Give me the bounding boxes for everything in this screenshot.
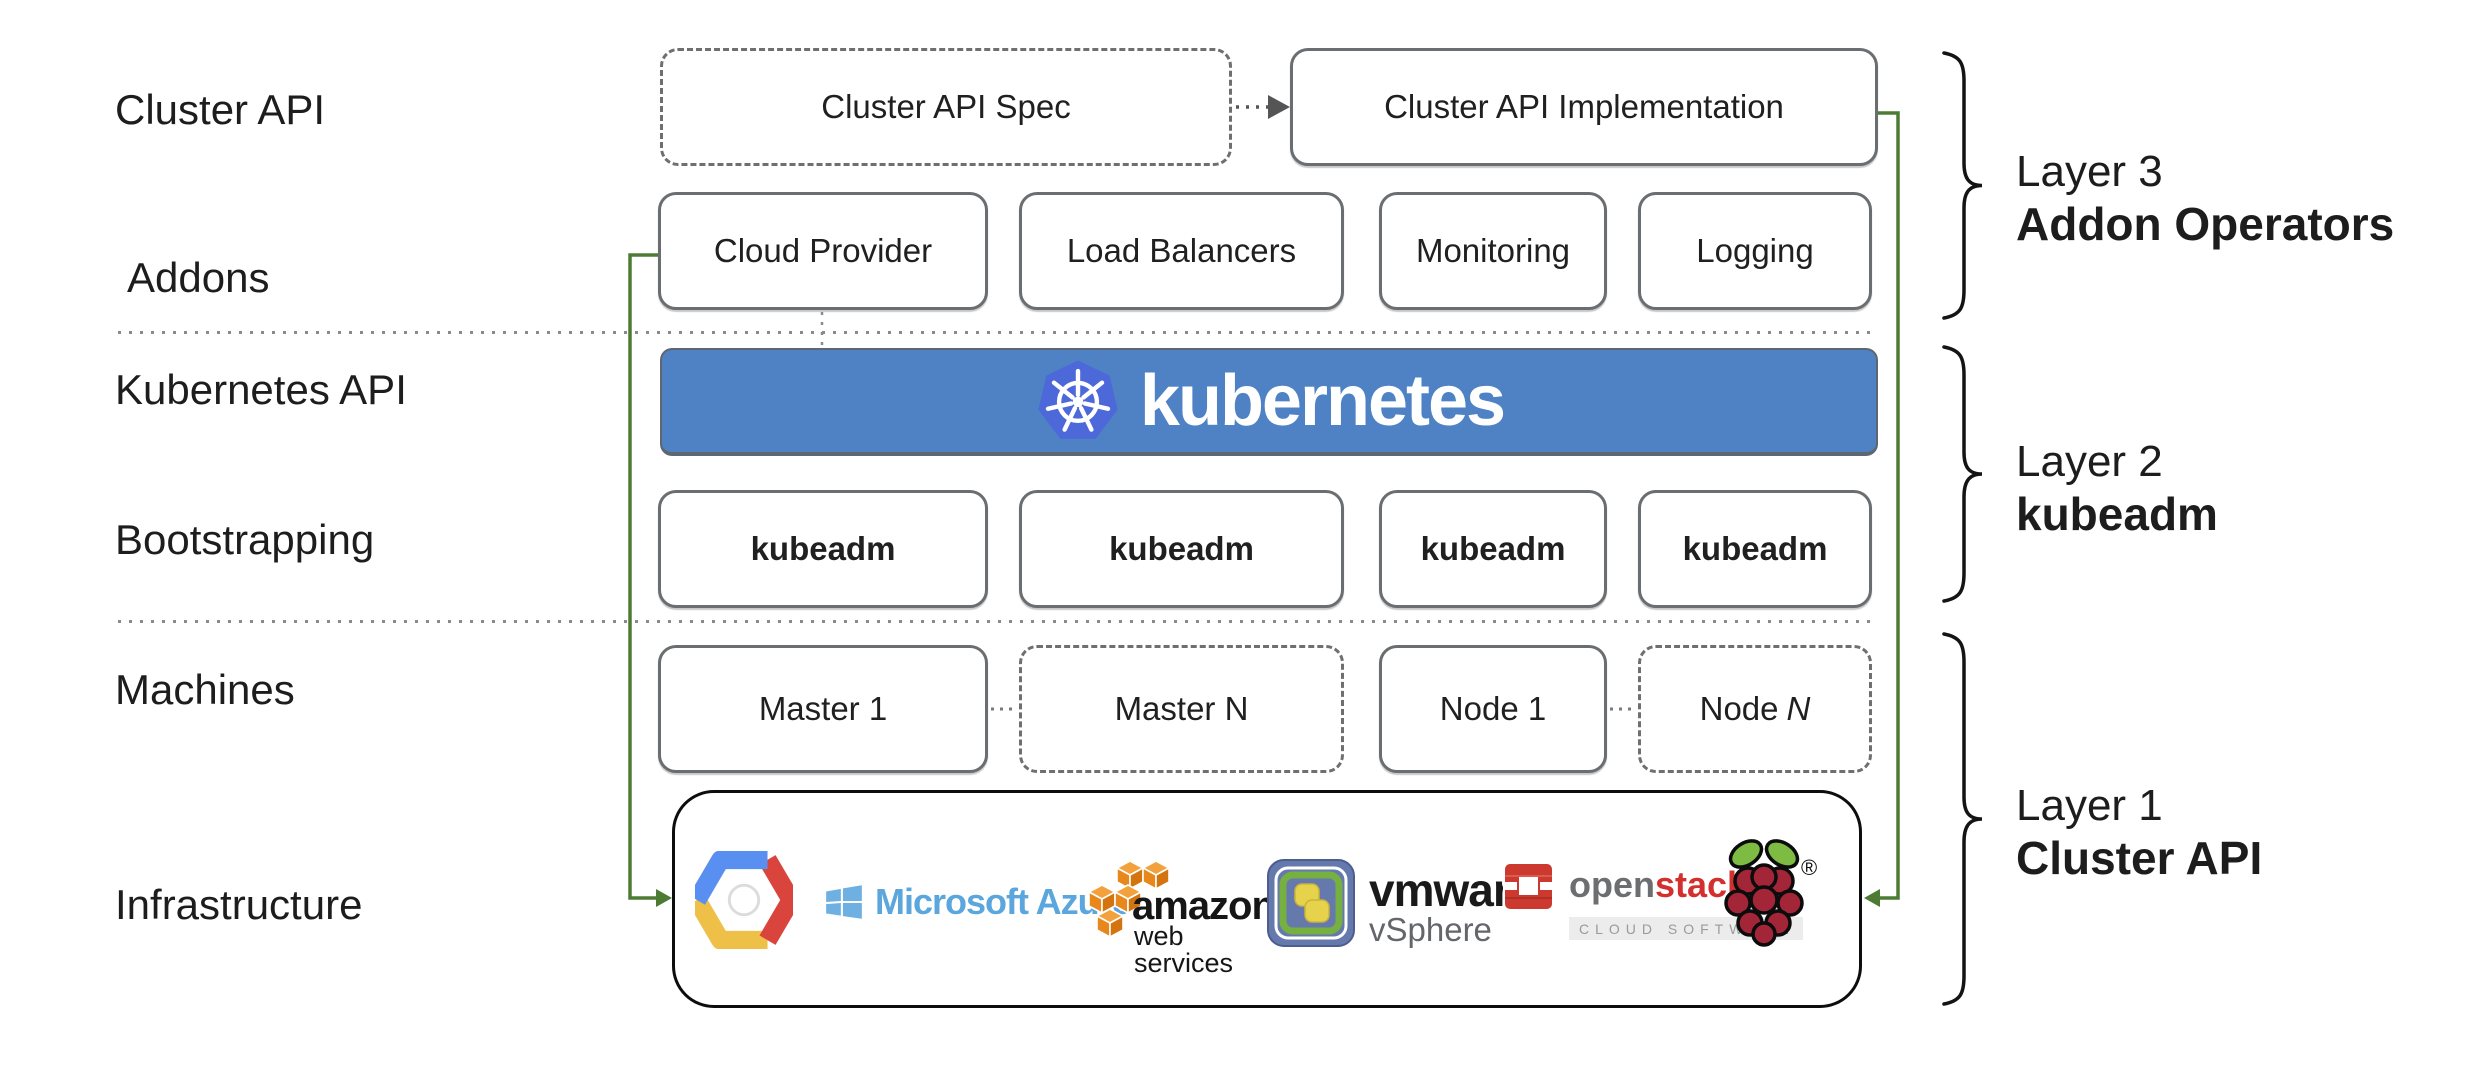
machine-label: Node 1 <box>1439 690 1547 727</box>
machine-label: Master 1 <box>758 690 888 727</box>
addon-label: Monitoring <box>1415 232 1571 269</box>
machine-label: Node <box>1699 690 1779 727</box>
separator-bottom <box>118 620 1878 623</box>
layer1-title: Layer 1 <box>2016 781 2163 830</box>
cluster-api-implementation-box: Cluster API Implementation <box>1290 48 1878 166</box>
separator-top <box>118 331 1878 334</box>
layer1-bracket <box>1942 632 1983 1006</box>
layer3-bracket <box>1942 51 1983 320</box>
openstack-open-text: open <box>1569 864 1655 905</box>
layer3-title: Layer 3 <box>2016 147 2163 196</box>
layer2-subtitle: kubeadm <box>2016 488 2218 540</box>
cluster-api-spec-box: Cluster API Spec <box>660 48 1232 166</box>
row-label-kubernetes-api: Kubernetes API <box>115 366 407 413</box>
kubeadm-label: kubeadm <box>1682 530 1828 567</box>
machine-label-italic-n: N <box>1786 690 1811 727</box>
addon-label: Cloud Provider <box>713 232 933 269</box>
kubeadm-box-1: kubeadm <box>658 490 988 608</box>
machine-label: Master N <box>1114 690 1249 727</box>
infrastructure-box: Microsoft Azure amazon web services <box>672 790 1862 1008</box>
row-label-machines: Machines <box>115 666 295 713</box>
cluster-api-spec-label: Cluster API Spec <box>821 88 1071 125</box>
microsoft-azure-logo: Microsoft Azure <box>825 881 1132 923</box>
machine-box-master-n: Master N <box>1019 645 1344 773</box>
kubeadm-label: kubeadm <box>1109 530 1254 567</box>
row-label-infrastructure: Infrastructure <box>115 881 363 928</box>
layer3-label: Layer 3 Addon Operators <box>2016 146 2394 250</box>
kubernetes-banner: kubernetes <box>660 348 1878 456</box>
raspberry-pi-registered-mark: ® <box>1801 855 1818 880</box>
addon-box-logging: Logging <box>1638 192 1872 310</box>
kubeadm-box-4: kubeadm <box>1638 490 1872 608</box>
addon-box-cloud-provider: Cloud Provider <box>658 192 988 310</box>
kubernetes-logo-icon <box>1038 360 1118 439</box>
addon-box-load-balancers: Load Balancers <box>1019 192 1344 310</box>
openstack-icon <box>1503 864 1555 909</box>
kubeadm-label: kubeadm <box>1420 530 1566 567</box>
row-label-addons: Addons <box>127 254 270 301</box>
vmware-vsphere-logo: vmware vSphere <box>1267 859 1535 948</box>
google-cloud-platform-icon <box>695 851 793 949</box>
vsphere-icon <box>1267 859 1355 947</box>
kubeadm-box-2: kubeadm <box>1019 490 1344 608</box>
layer1-label: Layer 1 Cluster API <box>2016 780 2262 884</box>
amazon-web-services-logo: amazon web services <box>1085 861 1276 977</box>
layer3-subtitle: Addon Operators <box>2016 198 2395 250</box>
addon-label: Load Balancers <box>1066 232 1297 269</box>
layer2-title: Layer 2 <box>2016 437 2163 486</box>
kubeadm-box-3: kubeadm <box>1379 490 1607 608</box>
raspberry-pi-logo: ® <box>1719 837 1819 949</box>
addon-label: Logging <box>1696 232 1814 269</box>
layer2-bracket <box>1942 345 1983 603</box>
cluster-api-implementation-label: Cluster API Implementation <box>1384 88 1784 125</box>
azure-window-icon <box>826 885 862 919</box>
spec-to-impl-arrow <box>1236 95 1290 119</box>
kubernetes-wordmark: kubernetes <box>1139 361 1506 441</box>
machine-box-node-1: Node 1 <box>1379 645 1607 773</box>
addon-box-monitoring: Monitoring <box>1379 192 1607 310</box>
row-label-cluster-api: Cluster API <box>115 86 326 133</box>
web-services-wordmark: web services <box>1134 921 1234 978</box>
vsphere-wordmark: vSphere <box>1369 911 1492 948</box>
layer2-label: Layer 2 kubeadm <box>2016 436 2218 540</box>
kubeadm-label: kubeadm <box>750 530 896 567</box>
amazon-wordmark: amazon <box>1132 884 1276 928</box>
layer1-subtitle: Cluster API <box>2016 832 2263 884</box>
raspberry-pi-icon <box>1724 839 1804 947</box>
machine-box-master-1: Master 1 <box>658 645 988 773</box>
row-label-bootstrapping: Bootstrapping <box>115 516 375 563</box>
aws-cubes-icon <box>1088 861 1170 938</box>
